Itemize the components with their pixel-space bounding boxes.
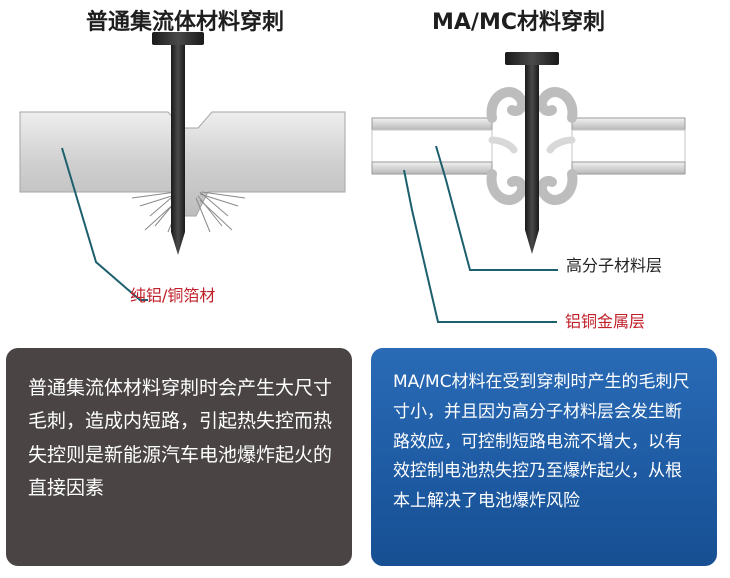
polymer-layer-label: 高分子材料层	[566, 256, 663, 275]
right-title: MA/MC材料穿刺	[432, 10, 605, 35]
leader-line-metal	[403, 169, 557, 323]
nail-left	[152, 32, 204, 255]
left-description-box: 普通集流体材料穿刺时会产生大尺寸毛刺，造成内短路，引起热失控而热失控则是新能源汽…	[6, 348, 352, 566]
nail-right	[505, 52, 559, 254]
right-description-box: MA/MC材料在受到穿刺时产生的毛刺尺寸小，并且因为高分子材料层会发生断路效应，…	[371, 348, 717, 566]
foil-label: 纯铝/铜箔材	[130, 286, 216, 305]
leader-line-left	[61, 147, 148, 301]
left-title: 普通集流体材料穿刺	[86, 10, 285, 35]
curled-burrs	[486, 87, 578, 205]
composite-layers	[371, 117, 686, 175]
leader-line-polymer	[435, 145, 558, 271]
metal-layer-label: 铝铜金属层	[565, 312, 646, 331]
right-description-text: MA/MC材料在受到穿刺时产生的毛刺尺寸小，并且因为高分子材料层会发生断路效应，…	[393, 372, 690, 511]
left-description-text: 普通集流体材料穿刺时会产生大尺寸毛刺，造成内短路，引起热失控而热失控则是新能源汽…	[28, 377, 333, 499]
